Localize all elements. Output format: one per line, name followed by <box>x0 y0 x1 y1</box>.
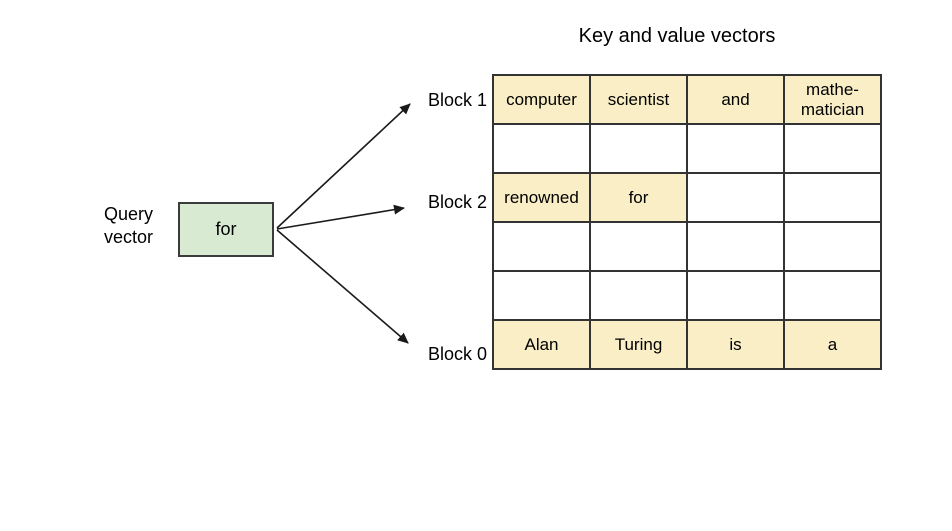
kv-cell: for <box>589 172 688 223</box>
kv-cell <box>686 123 785 174</box>
block-1-label: Block 1 <box>427 90 487 110</box>
table-row: Alan Turing is a <box>492 319 882 370</box>
diagram-title: Key and value vectors <box>578 25 776 47</box>
kv-cell <box>492 221 591 272</box>
kv-cell <box>783 172 882 223</box>
kv-cell: is <box>686 319 785 370</box>
kv-cell <box>492 123 591 174</box>
table-row <box>492 123 882 174</box>
table-row <box>492 270 882 321</box>
block-0-label: Block 0 <box>427 344 487 364</box>
kv-cell <box>589 221 688 272</box>
kv-cell <box>589 270 688 321</box>
query-token: for <box>215 219 237 239</box>
kv-cell: mathe-matician <box>783 74 882 125</box>
kv-cell: a <box>783 319 882 370</box>
kv-cell: scientist <box>589 74 688 125</box>
kv-cell <box>783 123 882 174</box>
query-vector-label: Query vector <box>104 204 154 247</box>
query-vector-box: for <box>178 202 274 257</box>
kv-cell <box>589 123 688 174</box>
kv-cell <box>783 221 882 272</box>
kv-cell <box>686 221 785 272</box>
kv-cell <box>686 172 785 223</box>
kv-cell: renowned <box>492 172 591 223</box>
table-row: computer scientist and mathe-matician <box>492 74 882 125</box>
table-row: renowned for <box>492 172 882 223</box>
kv-cell: Alan <box>492 319 591 370</box>
table-row <box>492 221 882 272</box>
key-value-table: computer scientist and mathe-matician re… <box>492 74 882 370</box>
kv-cell: computer <box>492 74 591 125</box>
kv-cell <box>492 270 591 321</box>
block-2-label: Block 2 <box>427 192 487 212</box>
kv-cell <box>783 270 882 321</box>
kv-cell: Turing <box>589 319 688 370</box>
arrow-to-block-0 <box>276 229 409 344</box>
kv-cell <box>686 270 785 321</box>
kv-cell: and <box>686 74 785 125</box>
